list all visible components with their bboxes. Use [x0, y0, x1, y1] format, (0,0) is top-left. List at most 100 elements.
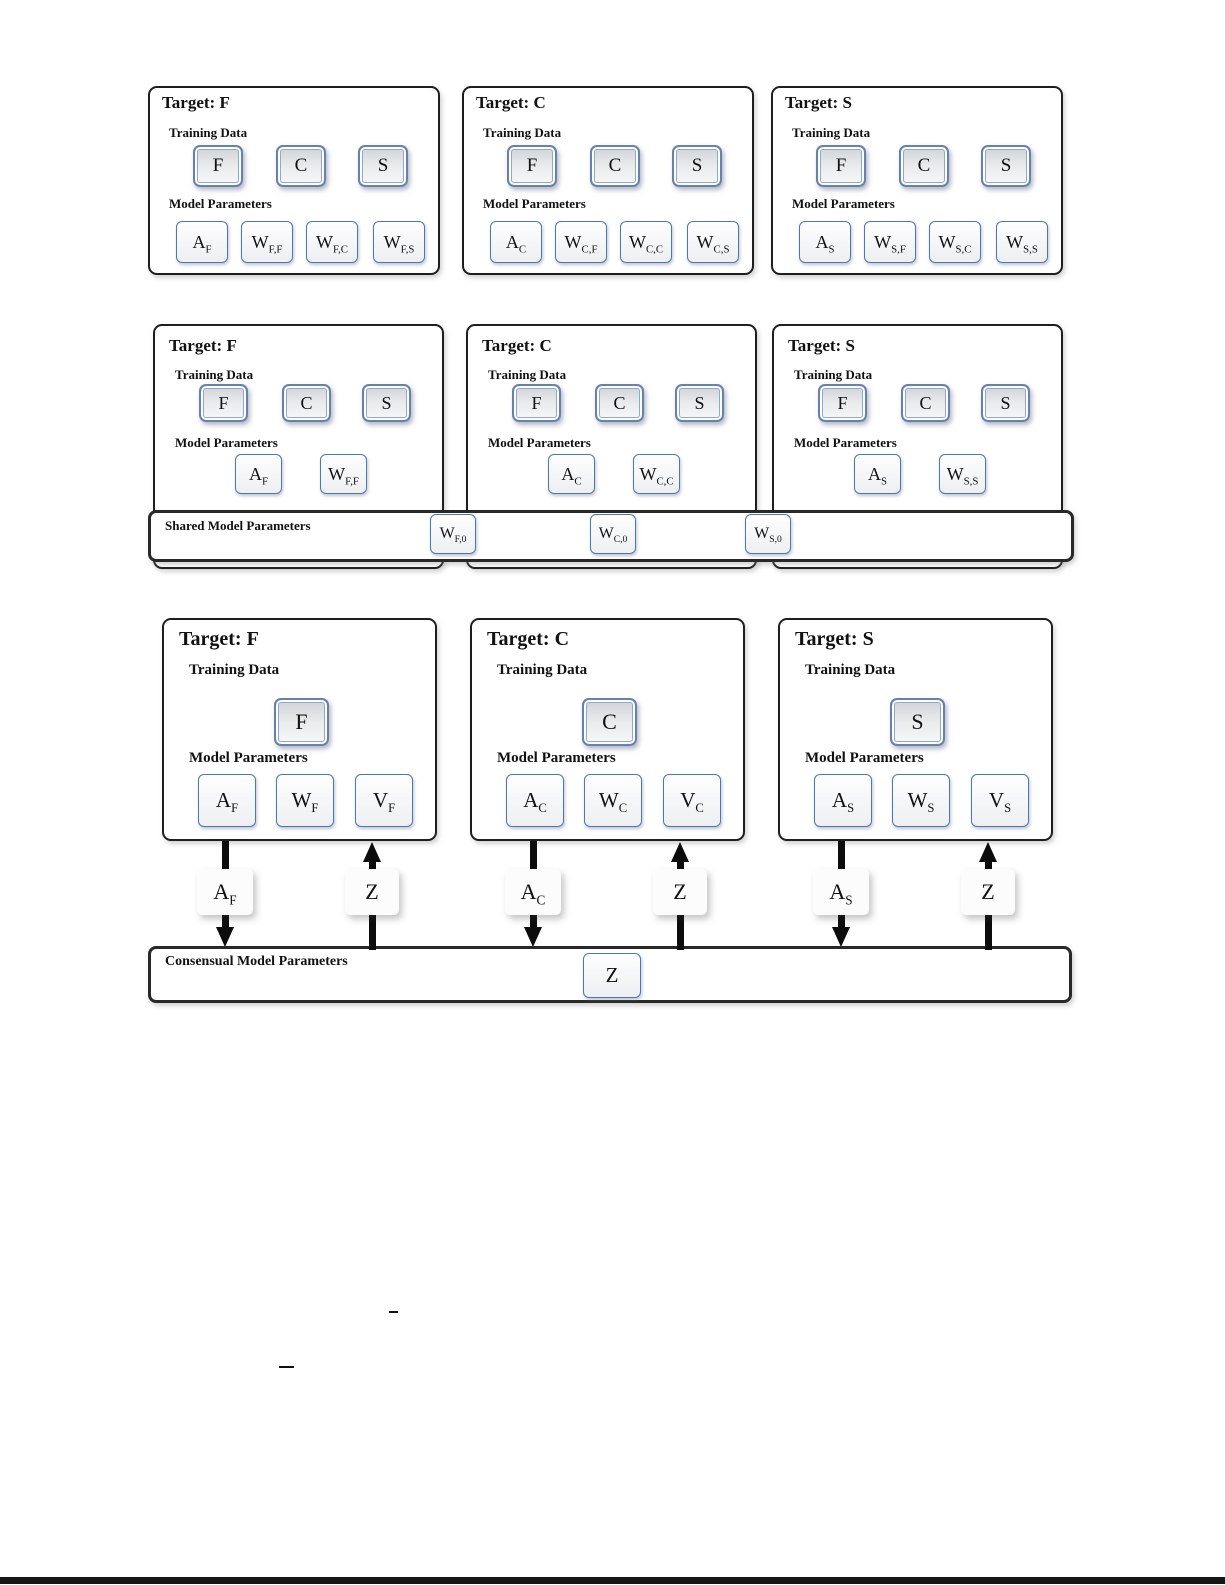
- training-data-label: Training Data: [794, 367, 873, 382]
- box-label: WS,0: [754, 525, 782, 546]
- model-parameters-label: Model Parameters: [792, 196, 895, 211]
- model-parameters-label: Model Parameters: [175, 435, 278, 450]
- param-box-w-cc: WC,C: [633, 454, 680, 494]
- param-box-w-ss: WS,S: [939, 454, 986, 494]
- panel-row3-target-f: Target: F Training Data F Model Paramete…: [162, 618, 437, 841]
- stray-dash-2: [279, 1366, 294, 1368]
- param-box-a-f: AF: [198, 774, 256, 827]
- training-box-c: C: [276, 145, 326, 187]
- box-label: WC,S: [696, 231, 730, 256]
- arrow-label-z: Z: [653, 869, 707, 915]
- model-parameters-label: Model Parameters: [497, 750, 616, 766]
- box-label: Z: [981, 879, 995, 904]
- stray-dash-1: [389, 1311, 398, 1313]
- training-data-label: Training Data: [792, 125, 871, 140]
- training-box-c: C: [595, 384, 644, 422]
- box-label: AS: [831, 788, 855, 816]
- arrow-label-z: Z: [961, 869, 1015, 915]
- training-data-label: Training Data: [175, 367, 254, 382]
- model-parameters-label: Model Parameters: [483, 196, 586, 211]
- box-label: VC: [680, 788, 704, 816]
- box-label: WF,C: [315, 231, 349, 256]
- box-letter: S: [911, 709, 924, 734]
- model-parameters-label: Model Parameters: [488, 435, 591, 450]
- box-letter: C: [294, 155, 308, 176]
- param-box-a-c: AC: [506, 774, 564, 827]
- box-label: WS,S: [1006, 231, 1038, 256]
- param-box-w-ff: WF,F: [320, 454, 367, 494]
- model-parameters-label: Model Parameters: [169, 196, 272, 211]
- training-box-f: F: [507, 145, 557, 187]
- box-letter: F: [531, 392, 542, 413]
- training-box-s: S: [675, 384, 724, 422]
- training-data-label: Training Data: [488, 367, 567, 382]
- panel-title: Target: S: [785, 93, 852, 112]
- consensual-bar-label: Consensual Model Parameters: [165, 954, 348, 969]
- panel-title: Target: F: [169, 336, 237, 355]
- box-label: WF,S: [383, 231, 415, 256]
- box-label: WF,0: [439, 525, 467, 546]
- shared-param-box-w-s0: WS,0: [745, 514, 791, 554]
- box-letter: C: [602, 709, 617, 734]
- model-parameters-label: Model Parameters: [805, 750, 924, 766]
- page-bottom-rule: [0, 1577, 1225, 1584]
- param-box-a-f: AF: [235, 454, 282, 494]
- training-box-f: F: [193, 145, 243, 187]
- training-box-c: C: [582, 698, 637, 746]
- box-label: AF: [192, 231, 212, 256]
- panel-row3-target-c: Target: C Training Data C Model Paramete…: [470, 618, 745, 841]
- box-label: WS: [907, 788, 935, 816]
- box-letter: F: [526, 155, 538, 176]
- param-box-a-f: AF: [176, 221, 228, 263]
- param-box-a-s: AS: [814, 774, 872, 827]
- training-box-c: C: [899, 145, 949, 187]
- box-letter: C: [919, 392, 932, 413]
- arrow-label-z: Z: [345, 869, 399, 915]
- shared-bar-label: Shared Model Parameters: [165, 518, 311, 533]
- box-label: Z: [673, 879, 687, 904]
- box-letter: C: [300, 392, 313, 413]
- box-label: AF: [248, 463, 268, 488]
- training-box-s: S: [981, 384, 1030, 422]
- box-label: WF,F: [328, 463, 359, 488]
- training-box-c: C: [590, 145, 640, 187]
- up-arrow-head: [671, 842, 689, 862]
- training-box-s: S: [358, 145, 408, 187]
- training-data-label: Training Data: [169, 125, 248, 140]
- training-box-c: C: [282, 384, 331, 422]
- param-box-w-sc: WS,C: [929, 221, 981, 263]
- box-label: AC: [561, 463, 582, 488]
- box-label: AS: [829, 879, 853, 908]
- training-box-s: S: [362, 384, 411, 422]
- panel-title: Target: S: [788, 336, 855, 355]
- param-box-w-s: WS: [892, 774, 950, 827]
- param-box-w-cs: WC,S: [687, 221, 739, 263]
- box-label: VF: [372, 788, 396, 816]
- arrow-label-a-f: AF: [197, 869, 253, 915]
- arrow-label-a-c: AC: [505, 869, 561, 915]
- training-box-f: F: [816, 145, 866, 187]
- box-label: AF: [215, 788, 239, 816]
- box-label: WC,C: [628, 231, 664, 256]
- param-box-w-ff: WF,F: [241, 221, 293, 263]
- box-label: Z: [365, 879, 379, 904]
- up-arrow-head: [979, 842, 997, 862]
- box-label: WC,F: [564, 231, 598, 256]
- box-letter: F: [837, 392, 848, 413]
- consensual-param-box-z: Z: [583, 953, 641, 998]
- box-label: AC: [505, 231, 527, 256]
- param-box-v-s: VS: [971, 774, 1029, 827]
- box-letter: F: [835, 155, 847, 176]
- param-box-a-s: AS: [799, 221, 851, 263]
- panel-row1-target-c: Target: C Training Data F C S Model Para…: [462, 86, 754, 275]
- box-label: WS,C: [938, 231, 972, 256]
- panel-row1-target-f: Target: F Training Data F C S Model Para…: [148, 86, 440, 275]
- box-label: WF: [291, 788, 319, 816]
- training-box-f: F: [818, 384, 867, 422]
- training-box-f: F: [512, 384, 561, 422]
- box-label: AF: [213, 879, 237, 908]
- box-letter: S: [691, 155, 703, 176]
- param-box-w-c: WC: [584, 774, 642, 827]
- box-letter: C: [608, 155, 622, 176]
